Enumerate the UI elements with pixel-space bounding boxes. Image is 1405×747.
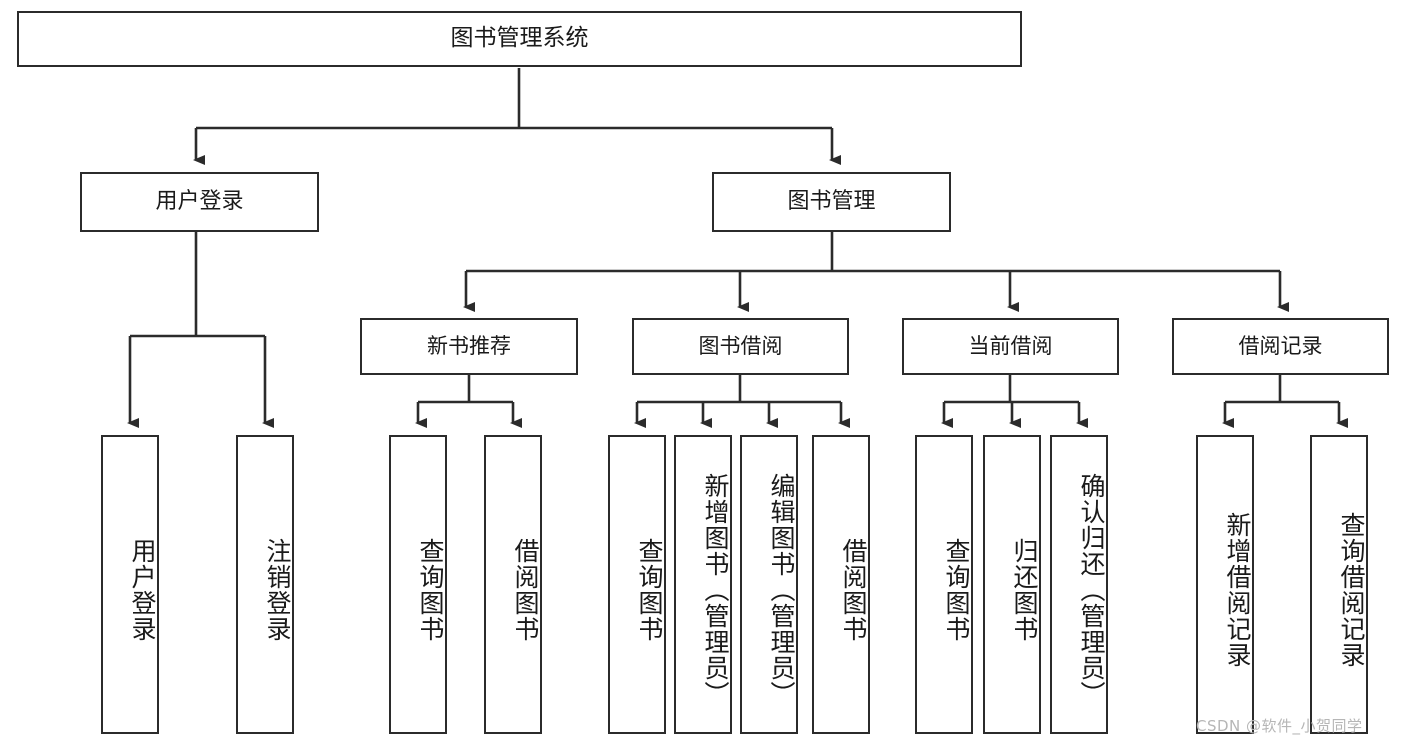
leaf-borrow-query-book[interactable]: 查询图书 bbox=[608, 435, 666, 734]
leaf-label: 查询图书 bbox=[942, 537, 971, 642]
leaf-borrow-edit-book[interactable]: 编辑图书（管理员） bbox=[740, 435, 798, 734]
leaf-borrow-add-book[interactable]: 新增图书（管理员） bbox=[674, 435, 732, 734]
leaf-new-book-query[interactable]: 查询图书 bbox=[389, 435, 447, 734]
leaf-new-book-borrow[interactable]: 借阅图书 bbox=[484, 435, 542, 734]
leaf-label: 借阅图书 bbox=[839, 537, 868, 642]
node-book-borrow-label: 图书借阅 bbox=[698, 334, 783, 359]
csdn-watermark: CSDN @软件_小贺同学 bbox=[1196, 717, 1363, 735]
leaf-label: 查询借阅记录 bbox=[1337, 511, 1366, 668]
leaf-label: 归还图书 bbox=[1010, 537, 1039, 642]
leaf-user-login-signin[interactable]: 用户登录 bbox=[101, 435, 159, 734]
leaf-current-confirm-return[interactable]: 确认归还（管理员） bbox=[1050, 435, 1108, 734]
leaf-user-login-signout[interactable]: 注销登录 bbox=[236, 435, 294, 734]
leaf-borrow-borrow-book[interactable]: 借阅图书 bbox=[812, 435, 870, 734]
leaf-records-query-record[interactable]: 查询借阅记录 bbox=[1310, 435, 1368, 734]
node-user-login-label: 用户登录 bbox=[155, 189, 244, 215]
node-new-book-recommend-label: 新书推荐 bbox=[427, 334, 511, 359]
node-borrow-records[interactable]: 借阅记录 bbox=[1172, 318, 1389, 375]
leaf-label: 用户登录 bbox=[128, 537, 157, 642]
leaf-label: 确认归还（管理员） bbox=[1077, 472, 1106, 707]
node-book-management[interactable]: 图书管理 bbox=[712, 172, 951, 232]
node-book-management-label: 图书管理 bbox=[787, 189, 876, 215]
node-root-label: 图书管理系统 bbox=[450, 25, 589, 52]
leaf-records-add-record[interactable]: 新增借阅记录 bbox=[1196, 435, 1254, 734]
leaf-label: 新增图书（管理员） bbox=[701, 472, 730, 707]
node-user-login[interactable]: 用户登录 bbox=[80, 172, 319, 232]
leaf-label: 借阅图书 bbox=[511, 537, 540, 642]
node-current-borrow-label: 当前借阅 bbox=[968, 334, 1053, 359]
node-new-book-recommend[interactable]: 新书推荐 bbox=[360, 318, 578, 375]
node-borrow-records-label: 借阅记录 bbox=[1238, 334, 1323, 359]
leaf-label: 编辑图书（管理员） bbox=[767, 472, 796, 707]
leaf-current-return-book[interactable]: 归还图书 bbox=[983, 435, 1041, 734]
node-current-borrow[interactable]: 当前借阅 bbox=[902, 318, 1119, 375]
leaf-label: 注销登录 bbox=[263, 537, 292, 642]
leaf-current-query-book[interactable]: 查询图书 bbox=[915, 435, 973, 734]
leaf-label: 新增借阅记录 bbox=[1223, 511, 1252, 668]
node-root[interactable]: 图书管理系统 bbox=[17, 11, 1022, 67]
node-book-borrow[interactable]: 图书借阅 bbox=[632, 318, 849, 375]
leaf-label: 查询图书 bbox=[416, 537, 445, 642]
leaf-label: 查询图书 bbox=[635, 537, 664, 642]
